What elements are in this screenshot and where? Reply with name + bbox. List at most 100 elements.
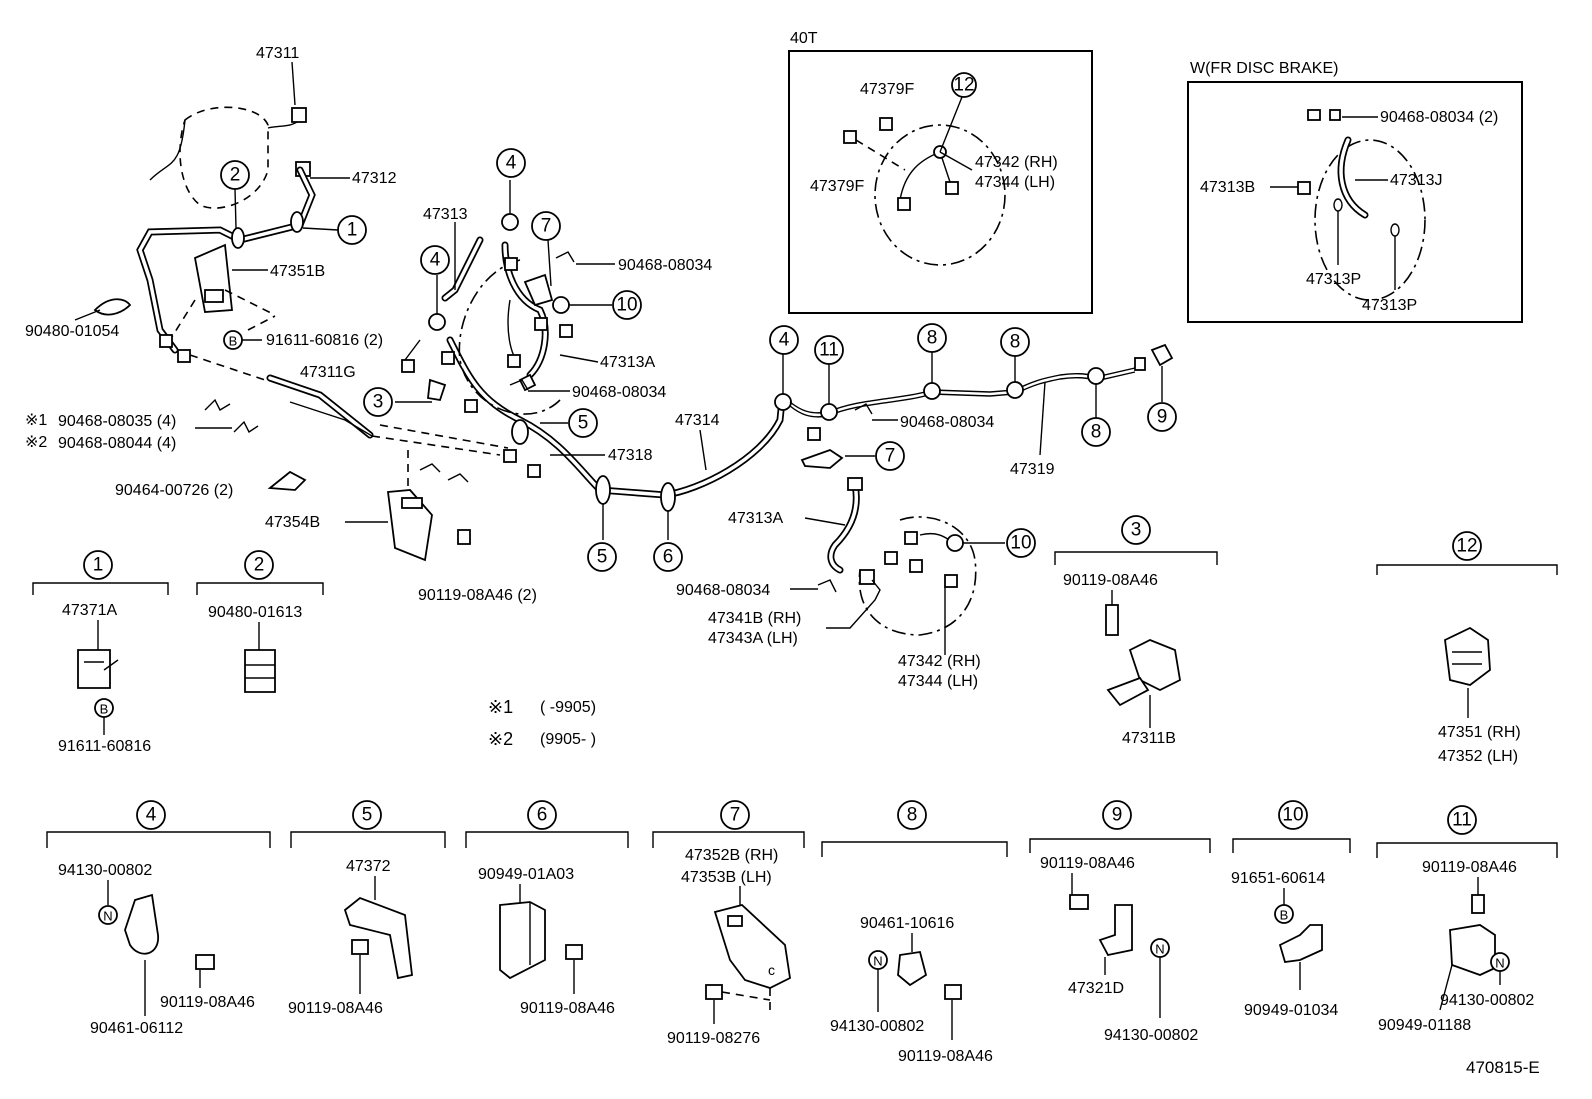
part-number: 90468-08034	[900, 414, 994, 431]
part-number: 90119-08A46	[1040, 855, 1135, 872]
part-number: 90464-00726 (2)	[115, 482, 233, 499]
callout-number: 8	[1010, 332, 1021, 353]
callout-number: 11	[1452, 810, 1472, 831]
diagram-id: 470815-E	[1466, 1058, 1540, 1077]
callout-6: 6	[653, 542, 683, 572]
part-number: 90468-08044 (4)	[58, 435, 176, 452]
part-number: 47313A	[728, 510, 783, 527]
detail-group-1: 1 47371A B 91611-60816	[32, 550, 169, 755]
callout-number: 1	[347, 220, 358, 241]
inset-40t: 40T 47379F 47379F 47342 (RH) 47344 (LH) …	[788, 30, 1093, 314]
inset-40t-label: 47342 (RH)	[975, 154, 1058, 171]
callout-9: 9	[1102, 800, 1132, 830]
part-number: 94130-00802	[830, 1018, 924, 1035]
part-number: 47341B (RH)	[708, 610, 801, 627]
callout-number: 12	[1456, 536, 1477, 557]
part-number: 47313A	[600, 354, 655, 371]
part-number: 47312	[352, 170, 397, 187]
callout-3: 3	[1121, 515, 1151, 545]
detail-group-10: 10 91651-60614 B 90949-01034	[1231, 800, 1351, 1019]
callout-1: 1	[337, 215, 367, 245]
part-number: 90468-08034	[572, 384, 666, 401]
detail-group-2: 2 90480-01613	[196, 550, 324, 693]
note-mark: ※1	[488, 697, 513, 717]
callout-11: 11	[1447, 805, 1477, 835]
part-number: 90949-01034	[1244, 1002, 1338, 1019]
detail-group-3: 3 90119-08A46 47311B	[1054, 515, 1218, 747]
part-number: 90119-08276	[667, 1030, 760, 1047]
part-number: 47353B (LH)	[681, 869, 772, 886]
part-number: 47352B (RH)	[685, 847, 778, 864]
callout-number: 6	[537, 805, 548, 826]
callout-number: 9	[1112, 805, 1123, 826]
callout-4: 4	[420, 245, 450, 275]
part-number: 90119-08A46	[160, 994, 255, 1011]
part-number: 47354B	[265, 514, 320, 531]
callout-2: 2	[220, 160, 250, 190]
inset-40t-label: 47344 (LH)	[975, 174, 1055, 191]
callout-number: 8	[907, 805, 918, 826]
part-number: 90461-10616	[860, 915, 954, 932]
callout-number: 10	[1010, 533, 1031, 554]
main-assembly	[93, 106, 1174, 655]
callout-number: 4	[779, 330, 790, 351]
callout-7: 7	[720, 800, 750, 830]
note-mark: ※2	[488, 729, 513, 749]
inset-fr-disc-label: 47313P	[1362, 297, 1417, 314]
part-number: 47314	[675, 412, 720, 429]
part-number: 47318	[608, 447, 653, 464]
part-number: 47351 (RH)	[1438, 724, 1521, 741]
main-callouts: 2 1 4 4 7 10 3 5 5 6 4 11 8 8 8 9 7 10	[220, 148, 1177, 572]
callout-number: 1	[93, 555, 104, 576]
part-number: 47372	[346, 858, 391, 875]
inset-fr-disc-label: 47313J	[1390, 172, 1443, 189]
part-number: 91651-60614	[1231, 870, 1325, 887]
part-number: 90119-08A46 (2)	[418, 587, 537, 604]
part-number: 91611-60816	[58, 738, 151, 755]
callout-number: 12	[953, 75, 974, 96]
detail-group-4: 4 94130-00802 N 90119-08A46 90461-06112	[46, 800, 271, 1037]
part-number: 90119-08A46	[288, 1000, 383, 1017]
note-text: ( -9905)	[540, 699, 596, 716]
callout-8: 8	[1081, 417, 1111, 447]
symbol-letter: B	[1280, 908, 1289, 923]
callout-number: 4	[430, 250, 441, 271]
callout-12: 12	[1452, 531, 1482, 561]
symbol-letter: N	[103, 909, 112, 924]
part-number: 90949-01A03	[478, 866, 574, 883]
callout-10: 10	[1278, 800, 1308, 830]
part-number: 90480-01054	[25, 323, 119, 340]
callout-number: 8	[1091, 422, 1102, 443]
part-number: 90119-08A46	[898, 1048, 993, 1065]
part-number: 47351B	[270, 263, 325, 280]
part-number: 47371A	[62, 602, 117, 619]
part-number: 47352 (LH)	[1438, 748, 1518, 765]
callout-12: 12	[951, 72, 977, 98]
callout-number: 9	[1157, 407, 1168, 428]
part-number: 90468-08034	[618, 257, 712, 274]
part-number: 90468-08035 (4)	[58, 413, 176, 430]
inset-40t-label: 47379F	[860, 81, 914, 98]
symbol-letter: c	[768, 962, 775, 978]
detail-group-8: 8 90461-10616 N 94130-00802 90119-08A46	[821, 800, 1008, 1065]
callout-8: 8	[917, 323, 947, 353]
callout-number: 8	[927, 328, 938, 349]
detail-group-12: 12 47351 (RH) 47352 (LH)	[1376, 531, 1558, 765]
part-number: 90119-08A46	[1063, 572, 1158, 589]
callout-4: 4	[496, 148, 526, 178]
callout-4: 4	[769, 325, 799, 355]
callout-7: 7	[531, 211, 561, 241]
part-number: 94130-00802	[1440, 992, 1534, 1009]
callout-8: 8	[897, 800, 927, 830]
part-number: 47313	[423, 206, 468, 223]
inset-fr-disc-label: 47313P	[1306, 271, 1361, 288]
callout-number: 6	[663, 547, 674, 568]
callout-6: 6	[527, 800, 557, 830]
callout-5: 5	[568, 408, 598, 438]
callout-number: 5	[362, 805, 373, 826]
part-number: 47343A (LH)	[708, 630, 798, 647]
inset-fr-disc-title: W(FR DISC BRAKE)	[1190, 60, 1338, 77]
callout-number: 3	[373, 392, 384, 413]
callout-number: 7	[885, 446, 896, 467]
callout-number: 2	[254, 555, 265, 576]
